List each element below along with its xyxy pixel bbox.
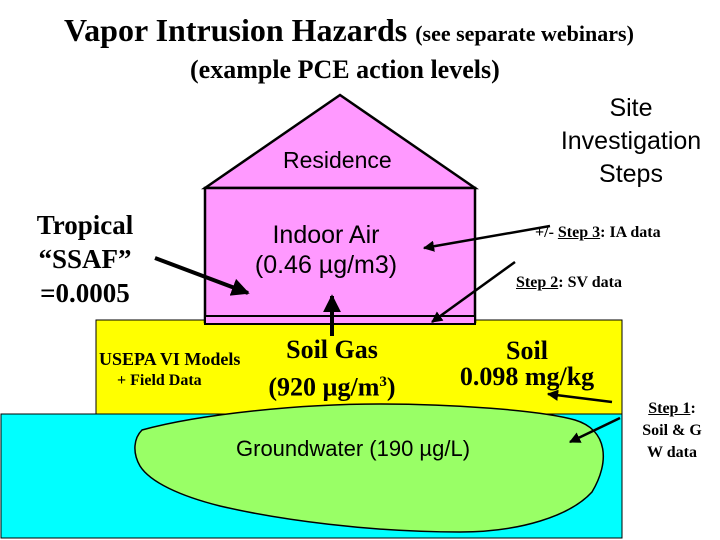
tropical-ssaf-label: Tropical “SSAF” =0.0005 — [20, 208, 150, 310]
steps-line: Steps — [548, 158, 714, 191]
indoor-air-value: (0.46 µg/m3) — [246, 250, 406, 280]
soil-value: 0.098 mg/kg — [442, 364, 612, 390]
step2-desc: : SV data — [558, 274, 622, 291]
soil-gas-value: (920 µg/m3) — [252, 366, 412, 404]
title-note: (see separate webinars) — [415, 21, 634, 46]
step3-desc: : IA data — [600, 224, 660, 241]
step1-line3: W data — [626, 442, 718, 464]
ssaf-value: =0.0005 — [20, 276, 150, 310]
step1-line1: Step 1: — [626, 398, 718, 420]
indoor-air-label: Indoor Air (0.46 µg/m3) — [246, 220, 406, 280]
soil-gas-label: Soil Gas (920 µg/m3) — [252, 334, 412, 404]
site-line: Site — [548, 92, 714, 125]
field-data-line: + Field Data — [99, 370, 240, 392]
soil-title: Soil — [442, 338, 612, 364]
residence-label: Residence — [283, 147, 392, 174]
soil-gas-title: Soil Gas — [252, 334, 412, 366]
step3-label: +/- Step 3: IA data — [535, 224, 661, 242]
step3-name: Step 3 — [558, 224, 600, 241]
groundwater-label: Groundwater (190 µg/L) — [236, 436, 470, 462]
ssaf-line: “SSAF” — [20, 242, 150, 276]
investigation-line: Investigation — [548, 125, 714, 158]
title-main: Vapor Intrusion Hazards — [64, 12, 407, 48]
step1-name: Step 1 — [648, 400, 690, 417]
usepa-models-label: USEPA VI Models + Field Data — [99, 348, 240, 392]
step2-label: Step 2: SV data — [516, 274, 622, 292]
step1-label: Step 1: Soil & G W data — [626, 398, 718, 464]
soil-label: Soil 0.098 mg/kg — [442, 338, 612, 390]
usepa-models-line: USEPA VI Models — [99, 348, 240, 370]
page-title: Vapor Intrusion Hazards (see separate we… — [64, 12, 634, 49]
site-investigation-heading: Site Investigation Steps — [548, 92, 714, 191]
indoor-air-title: Indoor Air — [246, 220, 406, 250]
step2-name: Step 2 — [516, 274, 558, 291]
page-subtitle: (example PCE action levels) — [190, 55, 500, 85]
tropical-line: Tropical — [20, 208, 150, 242]
step1-line2: Soil & G — [626, 420, 718, 442]
step3-prefix: +/- — [535, 224, 558, 241]
house-roof — [205, 95, 475, 188]
